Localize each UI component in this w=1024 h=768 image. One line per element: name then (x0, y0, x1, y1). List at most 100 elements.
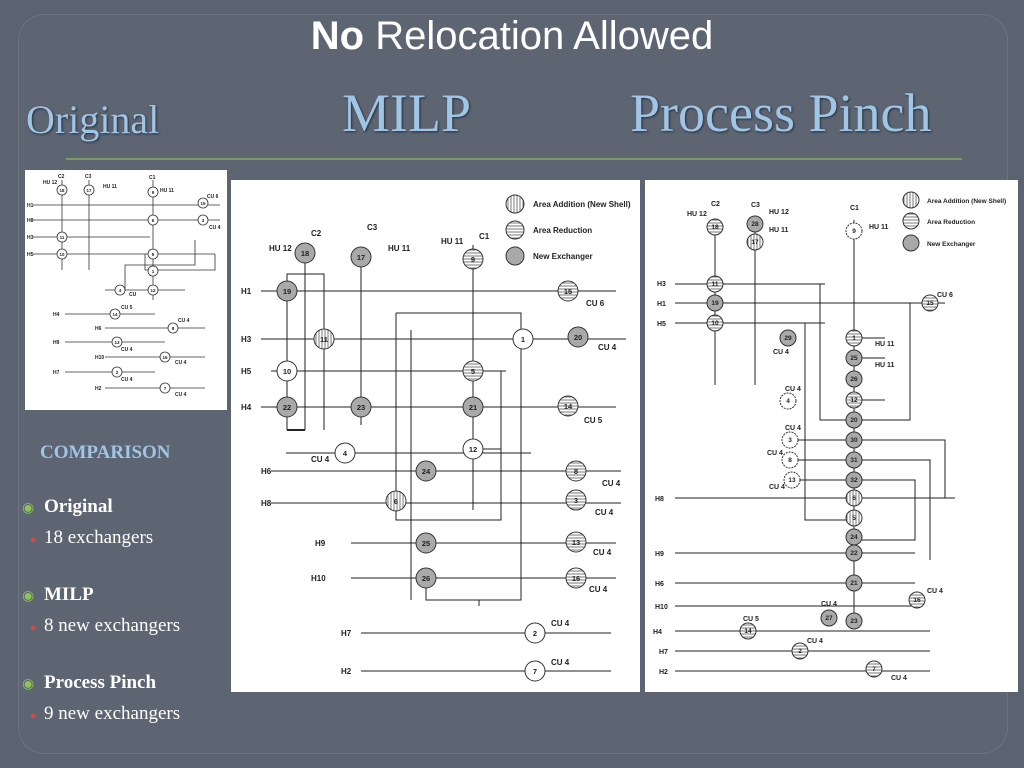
svg-text:4: 4 (119, 288, 122, 293)
svg-text:HU 11: HU 11 (160, 188, 174, 194)
svg-text:21: 21 (850, 580, 858, 587)
dot-icon: ● (30, 622, 37, 634)
svg-text:15: 15 (200, 201, 206, 206)
pinch-network-panel: Area Addition (New Shell) Area Reduction… (645, 180, 1018, 692)
svg-text:CU 4: CU 4 (785, 386, 801, 393)
svg-text:20: 20 (574, 333, 582, 342)
svg-text:H3: H3 (657, 281, 666, 288)
svg-text:2: 2 (798, 648, 802, 655)
comparison-detail-pinch: ●9 new exchangers (30, 703, 180, 725)
svg-text:C3: C3 (85, 174, 92, 180)
svg-text:H4: H4 (53, 312, 60, 318)
svg-text:H1: H1 (241, 287, 252, 296)
svg-text:13: 13 (788, 477, 796, 484)
svg-text:19: 19 (711, 300, 719, 307)
subtitle-milp: MILP (342, 83, 472, 143)
svg-text:C2: C2 (711, 201, 720, 208)
svg-text:23: 23 (850, 618, 858, 625)
subtitle-original: Original (26, 97, 160, 142)
svg-text:CU: CU (129, 292, 137, 298)
svg-text:6: 6 (852, 495, 856, 502)
svg-text:8: 8 (172, 326, 175, 331)
svg-text:11: 11 (60, 235, 65, 240)
svg-text:CU 6: CU 6 (937, 292, 953, 299)
svg-text:2: 2 (116, 370, 119, 375)
svg-text:H6: H6 (95, 326, 102, 332)
svg-text:12: 12 (469, 445, 477, 454)
svg-text:CU 4: CU 4 (598, 343, 617, 352)
svg-text:CU 4: CU 4 (589, 585, 608, 594)
svg-text:H2: H2 (659, 669, 668, 676)
svg-text:7: 7 (533, 667, 537, 676)
svg-text:H1: H1 (657, 301, 666, 308)
svg-text:H4: H4 (241, 403, 252, 412)
svg-text:30: 30 (850, 437, 858, 444)
svg-text:6: 6 (394, 497, 398, 506)
svg-text:H2: H2 (341, 667, 352, 676)
milp-network-diagram: Area Addition (New Shell) Area Reduction… (241, 194, 631, 682)
svg-text:5: 5 (152, 252, 155, 257)
svg-text:CU 4: CU 4 (551, 619, 570, 628)
svg-text:26: 26 (422, 574, 430, 583)
svg-text:16: 16 (162, 355, 168, 360)
svg-text:9: 9 (471, 255, 475, 264)
svg-text:H7: H7 (659, 649, 668, 656)
svg-text:9: 9 (852, 228, 856, 235)
svg-text:H9: H9 (53, 340, 60, 346)
milp-legend-new-exchanger: New Exchanger (533, 252, 593, 261)
svg-text:CU 4: CU 4 (927, 588, 943, 595)
milp-legend-area-reduction: Area Reduction (533, 226, 592, 235)
svg-text:22: 22 (283, 403, 291, 412)
svg-text:16: 16 (572, 574, 580, 583)
svg-text:31: 31 (850, 457, 858, 464)
svg-text:7: 7 (872, 666, 876, 673)
svg-text:2: 2 (533, 629, 537, 638)
svg-text:11: 11 (712, 281, 719, 288)
svg-text:12: 12 (150, 288, 156, 293)
slide-title: No Relocation Allowed (0, 14, 1024, 59)
milp-legend-area-addition: Area Addition (New Shell) (533, 200, 631, 209)
svg-text:H7: H7 (53, 370, 60, 376)
svg-text:HU 12: HU 12 (43, 180, 57, 186)
svg-text:17: 17 (86, 188, 92, 193)
svg-text:HU 12: HU 12 (769, 209, 789, 216)
svg-text:24: 24 (422, 467, 431, 476)
svg-text:13: 13 (114, 340, 120, 345)
svg-text:14: 14 (744, 628, 752, 635)
dot-icon: ● (30, 534, 37, 546)
svg-text:H5: H5 (27, 252, 34, 258)
svg-text:H1: H1 (27, 203, 34, 209)
comparison-detail-text: 8 new exchangers (44, 615, 181, 636)
comparison-heading: COMPARISON (40, 442, 171, 463)
svg-text:CU 5: CU 5 (743, 616, 759, 623)
svg-text:24: 24 (850, 534, 858, 541)
comparison-item-label: MILP (44, 584, 94, 605)
svg-text:3: 3 (574, 496, 578, 505)
svg-text:17: 17 (751, 239, 759, 246)
comparison-item-milp: ◉ MILP (22, 584, 94, 606)
svg-text:1: 1 (152, 269, 155, 274)
comparison-item-label: Original (44, 496, 113, 517)
svg-text:28: 28 (751, 221, 759, 228)
svg-text:CU 4: CU 4 (175, 360, 187, 366)
svg-text:H10: H10 (311, 574, 326, 583)
svg-text:5: 5 (471, 367, 475, 376)
svg-text:HU 11: HU 11 (875, 362, 895, 369)
svg-text:14: 14 (112, 312, 118, 317)
svg-text:27: 27 (825, 615, 833, 622)
comparison-detail-original: ●18 exchangers (30, 527, 153, 549)
svg-text:CU 4: CU 4 (311, 455, 330, 464)
ring-bullet-icon: ◉ (22, 589, 35, 604)
milp-network-panel: Area Addition (New Shell) Area Reduction… (231, 180, 640, 692)
svg-text:H8: H8 (27, 218, 34, 224)
svg-text:CU 5: CU 5 (121, 305, 133, 311)
svg-text:25: 25 (850, 355, 858, 362)
svg-text:12: 12 (850, 397, 858, 404)
svg-text:H3: H3 (241, 335, 252, 344)
svg-text:14: 14 (564, 402, 573, 411)
svg-text:20: 20 (850, 417, 858, 424)
svg-text:CU 4: CU 4 (767, 450, 783, 457)
svg-text:C2: C2 (311, 229, 322, 238)
svg-text:3: 3 (788, 437, 792, 444)
svg-text:H3: H3 (27, 235, 34, 241)
